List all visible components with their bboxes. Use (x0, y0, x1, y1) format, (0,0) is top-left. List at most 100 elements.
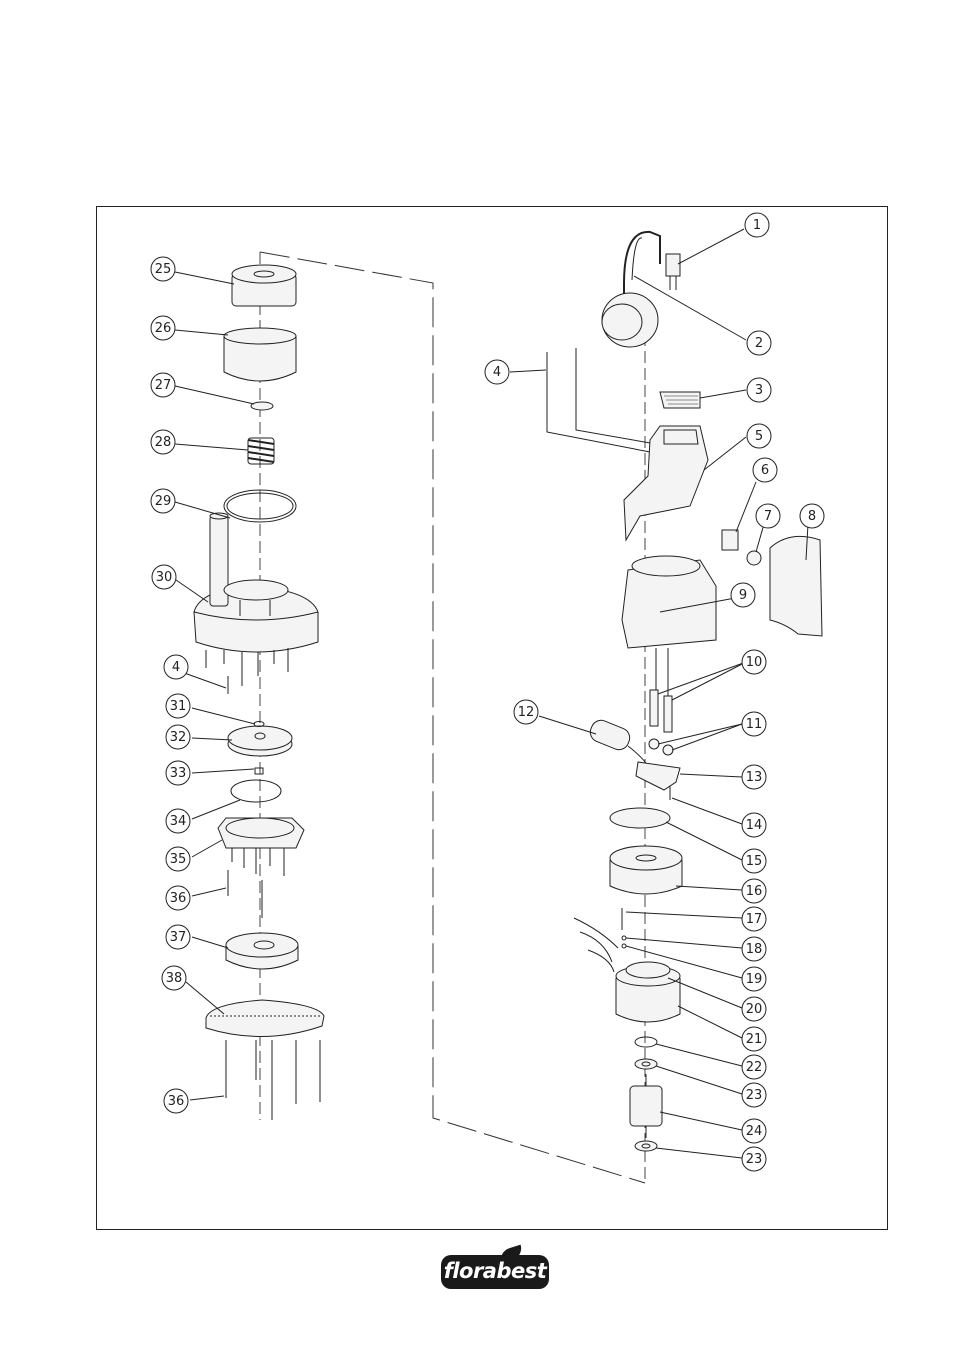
svg-text:38: 38 (166, 971, 183, 986)
part-10-sleeves (649, 689, 673, 733)
brand-logo-text: florabest (441, 1255, 549, 1289)
callout-13: 13 (741, 764, 767, 790)
svg-text:7: 7 (764, 509, 772, 524)
svg-text:9: 9 (739, 588, 747, 603)
callout-19: 19 (741, 966, 767, 992)
svg-text:16: 16 (746, 884, 763, 899)
callout-34: 34 (165, 808, 191, 834)
callout-2: 2 (746, 330, 772, 356)
part-27-washer (250, 401, 274, 411)
callout-35: 35 (165, 846, 191, 872)
svg-text:11: 11 (746, 717, 763, 732)
callout-8: 8 (799, 503, 825, 529)
svg-text:35: 35 (170, 852, 187, 867)
svg-text:3: 3 (755, 383, 763, 398)
part-23-bearing-bottom (634, 1140, 658, 1152)
part-17-19-wires (573, 908, 627, 973)
callout-38: 38 (161, 965, 187, 991)
callout-17: 17 (741, 906, 767, 932)
part-4-pins (546, 348, 657, 453)
callout-1: 1 (744, 212, 770, 238)
leader-lines-right (509, 228, 809, 1159)
svg-text:25: 25 (155, 262, 172, 277)
svg-text:8: 8 (808, 509, 816, 524)
svg-text:31: 31 (170, 699, 187, 714)
svg-text:17: 17 (746, 912, 763, 927)
part-8-cover-shield (769, 535, 823, 637)
part-37-base-ring (225, 932, 299, 970)
diagram-frame (96, 206, 888, 1230)
svg-text:33: 33 (170, 766, 187, 781)
part-13-bracket (635, 761, 681, 791)
part-3-screen (659, 391, 701, 409)
callout-36-lower: 36 (163, 1088, 189, 1114)
callout-36-upper: 36 (165, 885, 191, 911)
assembly-connector-line (259, 251, 646, 1184)
svg-text:14: 14 (746, 818, 763, 833)
svg-text:23: 23 (746, 1088, 763, 1103)
part-7-nut (746, 550, 762, 566)
part-32-impeller-disc (227, 725, 293, 757)
part-30-bolts (205, 648, 289, 694)
part-21-stator (615, 961, 681, 1023)
svg-text:10: 10 (746, 655, 763, 670)
callout-20: 20 (741, 996, 767, 1022)
callout-14: 14 (741, 812, 767, 838)
part-28-spring (247, 437, 275, 465)
callout-29: 29 (150, 488, 176, 514)
svg-text:18: 18 (746, 942, 763, 957)
svg-text:36: 36 (168, 1094, 185, 1109)
part-25-top-cap (231, 264, 297, 307)
part-24-rotor (629, 1074, 663, 1138)
svg-text:29: 29 (155, 494, 172, 509)
brand-logo: florabest (441, 1244, 551, 1290)
svg-text:12: 12 (518, 705, 535, 720)
part-1-plug (665, 253, 681, 290)
svg-text:22: 22 (746, 1060, 763, 1075)
part-9-motor-housing (621, 555, 717, 706)
part-14-gasket-plate (609, 807, 671, 829)
callout-10: 10 (741, 649, 767, 675)
svg-text:15: 15 (746, 854, 763, 869)
svg-text:37: 37 (170, 930, 187, 945)
callout-4-left: 4 (163, 654, 189, 680)
part-30-pump-body (193, 512, 319, 653)
callout-28: 28 (150, 429, 176, 455)
part-38-base-grille (205, 999, 325, 1120)
svg-text:28: 28 (155, 435, 172, 450)
callout-25: 25 (150, 256, 176, 282)
callout-12: 12 (513, 699, 539, 725)
callout-22: 22 (741, 1054, 767, 1080)
callouts-right: 1 2 3 4 5 6 7 8 9 10 11 12 13 14 15 16 1… (484, 212, 825, 1172)
svg-text:20: 20 (746, 1002, 763, 1017)
svg-text:4: 4 (493, 365, 501, 380)
callout-5: 5 (746, 423, 772, 449)
svg-text:30: 30 (156, 570, 173, 585)
part-2-float-switch (601, 230, 661, 348)
callout-31: 31 (165, 693, 191, 719)
callout-15: 15 (741, 848, 767, 874)
callout-9: 9 (730, 582, 756, 608)
callout-26: 26 (150, 315, 176, 341)
part-26-cup (223, 327, 297, 382)
callout-21: 21 (741, 1026, 767, 1052)
leader-lines-left (174, 271, 256, 1101)
svg-text:23: 23 (746, 1152, 763, 1167)
svg-text:6: 6 (761, 463, 769, 478)
svg-text:19: 19 (746, 972, 763, 987)
part-23-bearing-top (634, 1058, 658, 1070)
part-33-nut (254, 767, 264, 775)
callout-33: 33 (165, 760, 191, 786)
svg-text:36: 36 (170, 891, 187, 906)
svg-text:13: 13 (746, 770, 763, 785)
callout-30: 30 (151, 564, 177, 590)
callout-3: 3 (746, 377, 772, 403)
svg-text:32: 32 (170, 730, 187, 745)
svg-text:21: 21 (746, 1032, 763, 1047)
callout-37: 37 (165, 924, 191, 950)
callout-6: 6 (752, 457, 778, 483)
svg-text:26: 26 (155, 321, 172, 336)
svg-text:27: 27 (155, 378, 172, 393)
part-22-seal-ring (634, 1036, 658, 1048)
